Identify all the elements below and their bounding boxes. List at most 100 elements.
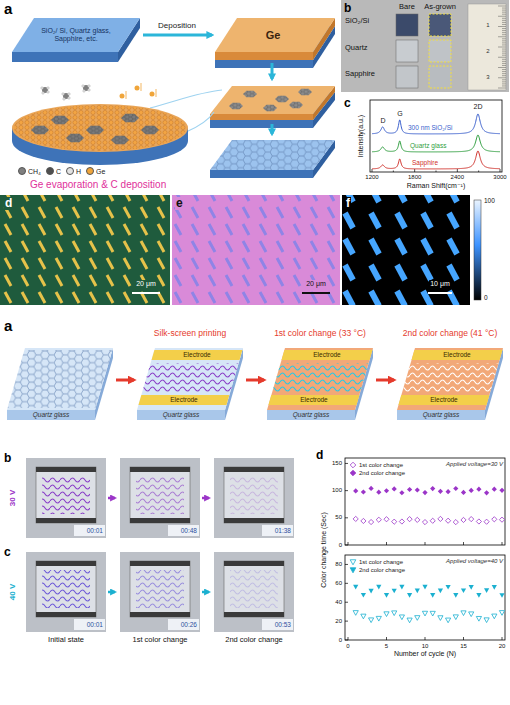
legend-text: 2nd color change xyxy=(359,567,405,573)
ruler-tick xyxy=(502,18,506,19)
ge-layer-front xyxy=(215,52,313,60)
data-point xyxy=(369,486,374,491)
ge-atoms xyxy=(14,105,186,151)
data-point xyxy=(361,489,366,494)
edge-label: 2nd color change (41 °C) xyxy=(403,329,498,338)
graphene-island xyxy=(298,89,312,96)
hydrogen-atom xyxy=(88,85,91,88)
ruler-tick xyxy=(502,81,506,82)
optical-image xyxy=(0,195,170,305)
ge-layer-top xyxy=(215,18,335,52)
process-arrow xyxy=(246,379,264,382)
axis-tick xyxy=(345,490,348,491)
figure-label: 15 xyxy=(460,643,467,650)
graphene-island xyxy=(289,102,303,109)
electrode-clip xyxy=(130,518,190,523)
process-box: ElectrodeElectrodeQuartz glass xyxy=(267,345,373,433)
figure-label: 10 xyxy=(422,643,429,650)
axis-tick xyxy=(463,637,464,640)
photo-background xyxy=(120,458,200,538)
raman-spectrum xyxy=(372,151,500,169)
ruler-tick xyxy=(502,12,506,13)
figure-label: Raman Shift(cm⁻¹) xyxy=(407,182,466,190)
ge-layer xyxy=(210,86,335,120)
data-point xyxy=(430,518,435,523)
figure-label: Initial state xyxy=(48,636,84,644)
data-point xyxy=(415,517,420,522)
hydrogen-atom xyxy=(47,91,50,94)
box-text: Electrode xyxy=(313,351,340,358)
disk-top xyxy=(12,104,188,152)
data-point xyxy=(453,520,458,525)
data-point xyxy=(399,585,404,590)
axis-tick xyxy=(348,542,349,545)
figure-label: Sapphire xyxy=(345,70,375,78)
data-point xyxy=(461,611,466,616)
data-point xyxy=(469,585,474,590)
figure-label: 0 xyxy=(339,542,342,549)
process-arrow xyxy=(271,63,274,79)
figure-label: 2nd color change xyxy=(225,636,283,644)
ruler-tick xyxy=(502,24,506,25)
figure-label: 0 xyxy=(346,643,349,650)
data-point xyxy=(453,593,458,598)
axis-tick xyxy=(345,463,348,464)
hydrogen-atom xyxy=(47,87,50,90)
ruler-tick xyxy=(502,63,506,64)
data-point xyxy=(361,518,366,523)
bare-sample xyxy=(396,14,418,36)
photo-background xyxy=(341,0,509,92)
ruler xyxy=(468,4,506,90)
ruler-tick xyxy=(498,26,506,27)
figure-label: 40 V xyxy=(9,584,18,600)
edge-label: 1st color change (33 °C) xyxy=(274,329,366,338)
graphene-island xyxy=(31,126,49,135)
process-box: ElectrodeElectrodeQuartz glass xyxy=(137,345,243,433)
ruler-tick xyxy=(498,57,506,58)
data-point xyxy=(446,518,451,523)
ruler-tick xyxy=(502,20,506,21)
optical-image xyxy=(172,195,340,305)
quartz-slab xyxy=(7,348,113,420)
axis-tick xyxy=(502,542,503,545)
box-text: Ge xyxy=(266,29,281,42)
hydrogen-atom xyxy=(41,87,44,90)
data-point xyxy=(399,490,404,495)
data-point xyxy=(469,612,474,617)
printed-pattern xyxy=(142,363,238,392)
color-bar xyxy=(474,200,481,300)
data-point xyxy=(384,612,389,617)
axis-tick xyxy=(500,169,501,172)
data-point xyxy=(392,611,397,616)
data-point xyxy=(469,516,474,521)
graphene-island xyxy=(229,103,243,110)
ruler-tick xyxy=(502,30,506,31)
legend-marker xyxy=(349,469,357,477)
graphene-island xyxy=(111,136,129,145)
ruler-tick xyxy=(502,42,506,43)
timestamp-patch xyxy=(74,619,105,630)
data-point xyxy=(392,589,397,594)
graphene-island xyxy=(141,126,159,135)
axis-tick xyxy=(386,542,387,545)
timestamp-patch xyxy=(262,619,293,630)
graphene-island xyxy=(31,126,49,135)
ruler-tick xyxy=(502,75,506,76)
legend-symbol xyxy=(350,462,356,468)
data-point xyxy=(422,585,427,590)
ruler-tick xyxy=(502,22,506,23)
data-point xyxy=(376,517,381,522)
figure-label: Applied voltage=40 V xyxy=(446,558,503,565)
legend-item: 2nd color change xyxy=(349,566,405,574)
printed-pattern xyxy=(402,363,498,392)
data-point xyxy=(499,517,504,522)
graphene-island xyxy=(141,126,159,135)
sample-outline xyxy=(429,66,451,88)
ruler-tick xyxy=(502,83,506,84)
data-point xyxy=(438,516,443,521)
figure-label: b xyxy=(4,452,11,465)
ruler-tick xyxy=(502,73,506,74)
substrate-slab-top xyxy=(12,18,140,52)
ruler-tick xyxy=(498,47,506,48)
